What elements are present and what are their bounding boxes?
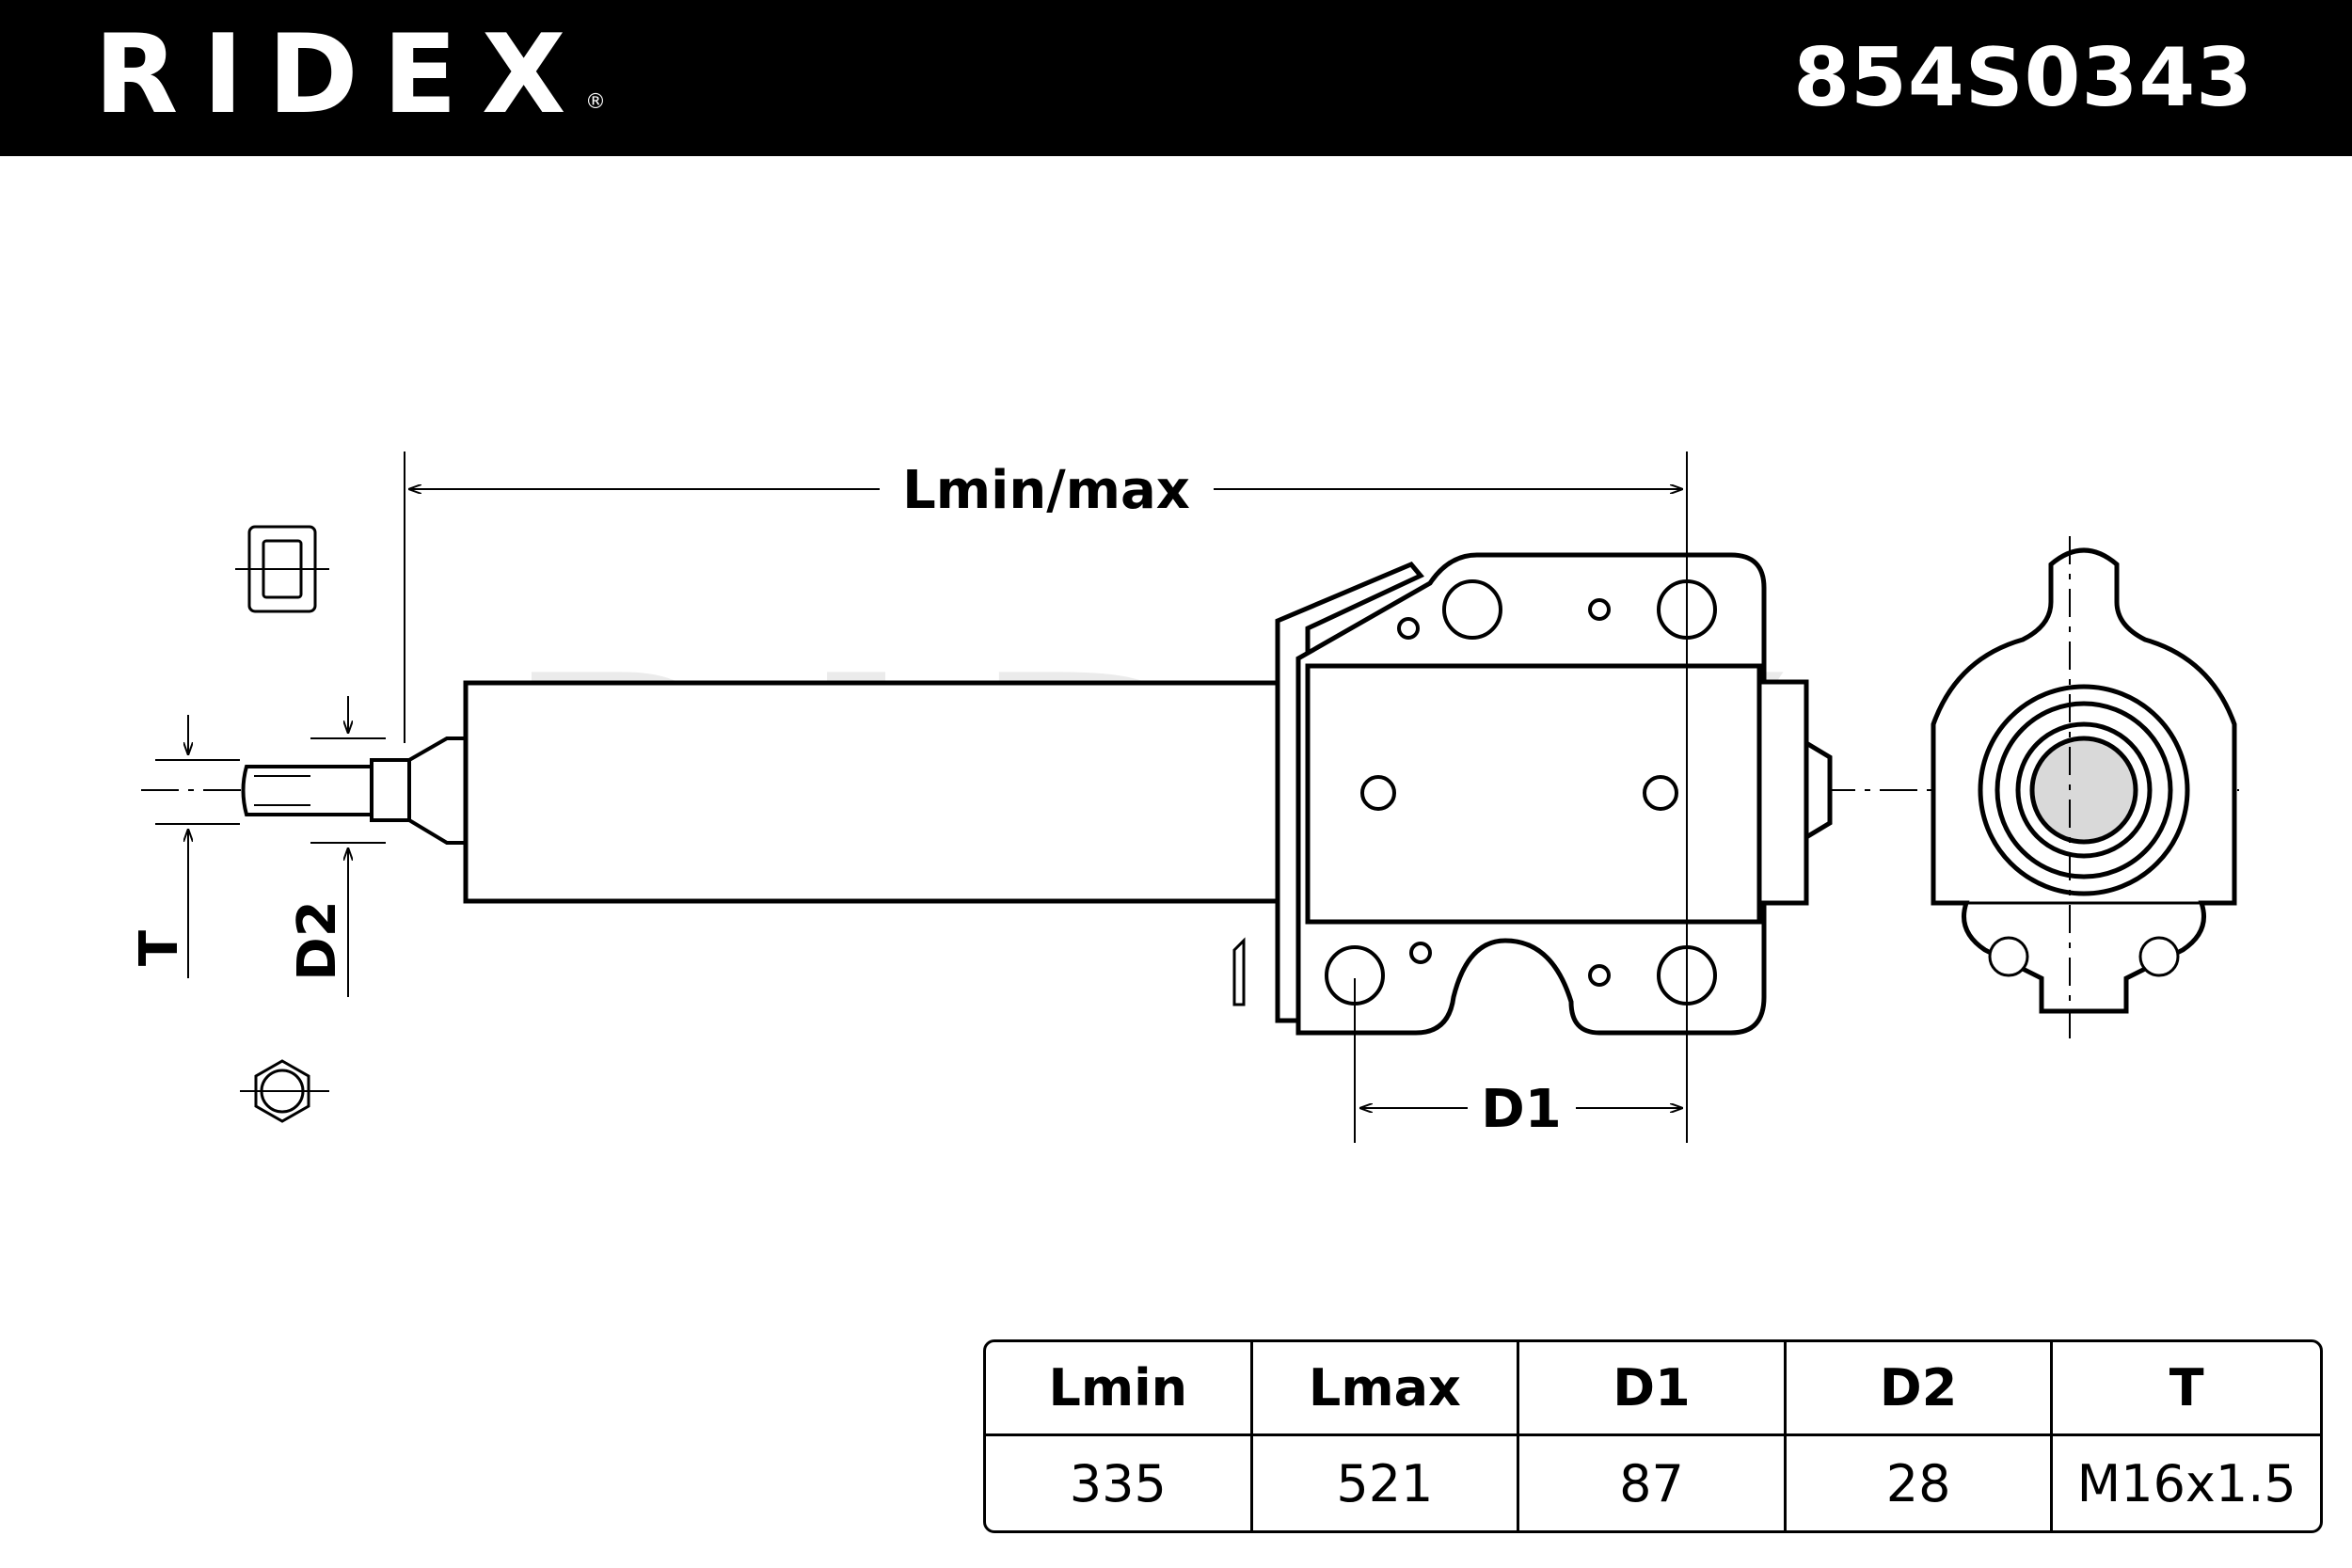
t-dimension	[155, 715, 240, 978]
t-label: T	[129, 930, 190, 966]
table-header-cell: D1	[1519, 1342, 1787, 1436]
bracket-holes	[1325, 579, 1717, 1006]
length-label: Lmin/max	[902, 460, 1190, 521]
header-bar: RIDEX ® 854S0343	[0, 0, 2352, 156]
piston-rod	[241, 736, 468, 845]
table-value-cell: 521	[1253, 1436, 1520, 1530]
table-value-cell: 87	[1519, 1436, 1787, 1530]
table-header-cell: D2	[1786, 1342, 2054, 1436]
knuckle-bracket	[1232, 552, 1833, 1036]
brand-logo: RIDEX	[94, 11, 591, 138]
length-dimension	[404, 451, 1688, 1143]
registered-mark: ®	[585, 90, 606, 114]
spec-table: Lmin Lmax D1 D2 T 335 521 87 28 M16x1.5	[983, 1339, 2323, 1533]
table-header-cell: Lmin	[986, 1342, 1253, 1436]
nut-top-icon	[240, 1059, 329, 1123]
table-value-cell: 28	[1787, 1436, 2054, 1530]
technical-drawing: RIDEX	[129, 451, 2239, 1143]
d2-label: D2	[287, 900, 348, 980]
table-header-cell: Lmax	[1252, 1342, 1520, 1436]
strut-body	[463, 680, 1301, 904]
d2-dimension	[310, 696, 386, 997]
table-value-cell: M16x1.5	[2076, 1453, 2296, 1513]
part-number: 854S0343	[1793, 31, 2253, 125]
d1-label: D1	[1481, 1079, 1561, 1140]
table-header-cell: T	[2053, 1342, 2320, 1436]
table-value-cell: 335	[986, 1436, 1253, 1530]
d1-dimension	[1354, 978, 1682, 1143]
end-view	[1931, 547, 2237, 1014]
nut-side-icon	[235, 525, 329, 613]
